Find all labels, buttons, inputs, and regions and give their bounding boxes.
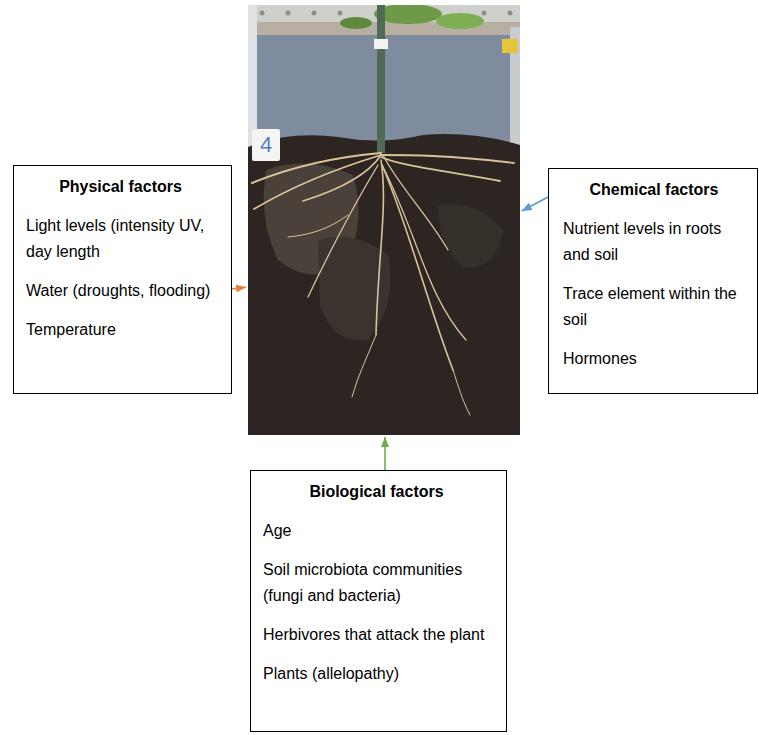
ruler-hole <box>286 11 291 16</box>
tag-number: 4 <box>252 129 280 161</box>
root <box>383 155 448 250</box>
factor-box: Chemical factorsNutrient levels in roots… <box>548 168 758 394</box>
ruler-hole <box>508 11 513 16</box>
root <box>254 155 381 209</box>
arrow-connector <box>232 287 246 289</box>
box-heading: Biological factors <box>263 479 490 505</box>
root <box>381 157 500 181</box>
roots <box>252 153 514 415</box>
factor-item: Light levels (intensity UV, day length <box>26 213 215 265</box>
yellow-clip <box>502 39 518 53</box>
root <box>303 155 381 201</box>
factor-item: Trace element within the soil <box>563 281 745 333</box>
root <box>382 165 453 370</box>
arrow-connector <box>522 197 548 211</box>
ruler-hole <box>482 11 487 16</box>
leaf <box>436 13 484 29</box>
factor-item: Soil microbiota communities (fungi and b… <box>263 557 490 609</box>
root <box>352 335 376 397</box>
factor-item: Temperature <box>26 317 215 343</box>
arrow-connector <box>384 437 386 470</box>
factor-item: Water (droughts, flooding) <box>26 278 215 304</box>
factor-item: Hormones <box>563 346 745 372</box>
factor-item: Nutrient levels in roots and soil <box>563 216 745 268</box>
soil-photo: 4 <box>248 5 520 435</box>
root <box>382 165 466 340</box>
factor-box: Physical factorsLight levels (intensity … <box>13 165 232 394</box>
factor-box: Biological factorsAgeSoil microbiota com… <box>250 470 507 732</box>
ruler-hole <box>338 11 343 16</box>
box-heading: Chemical factors <box>563 177 745 203</box>
soil-patch <box>318 237 391 340</box>
root <box>381 155 514 163</box>
root <box>453 370 470 415</box>
photo-ground <box>248 5 520 435</box>
factor-item: Plants (allelopathy) <box>263 661 490 687</box>
soil-patch <box>438 204 503 267</box>
root <box>376 160 383 335</box>
soil <box>248 134 520 435</box>
factor-item: Herbivores that attack the plant <box>263 622 490 648</box>
box-heading: Physical factors <box>26 174 215 200</box>
ruler-hole <box>260 11 265 16</box>
leaf <box>340 17 372 29</box>
factor-item: Age <box>263 518 490 544</box>
ruler-hole <box>312 11 317 16</box>
soil-photo-art <box>248 5 520 435</box>
root <box>288 215 348 237</box>
plant-stem <box>377 5 385 153</box>
stem-tag <box>374 39 388 49</box>
